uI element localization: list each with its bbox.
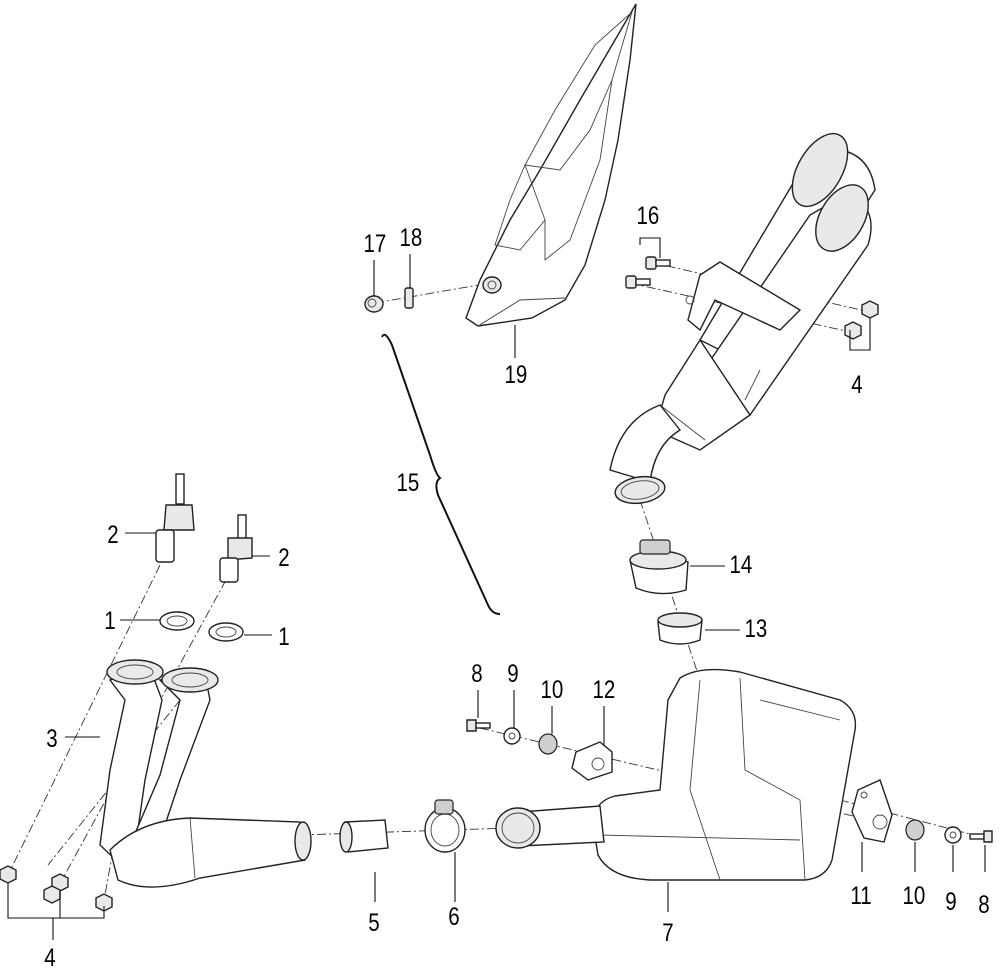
header-pipes-3: [99, 659, 312, 888]
callout-labels: 1 1 2 2 3 4 4 5 6 7 8 8 9 9 10 10 11 12 …: [44, 201, 989, 971]
callout-12: 12: [593, 675, 616, 703]
o2-sensor-2-right: [219, 514, 253, 583]
callout-13: 13: [745, 614, 768, 642]
muffler-7: [495, 668, 857, 881]
callout-6: 6: [448, 902, 459, 930]
bracket-12: [571, 741, 613, 781]
gasket-5: [339, 819, 389, 853]
callout-9-right: 9: [945, 887, 956, 915]
callout-2-left: 2: [107, 520, 118, 548]
gasket-13: [657, 612, 703, 645]
callout-2-right: 2: [278, 543, 289, 571]
callout-4-upper: 4: [851, 370, 863, 398]
callout-9-left: 9: [507, 659, 518, 687]
bushing-10-left: [538, 733, 558, 755]
bushing-10-right: [905, 819, 925, 841]
callout-14: 14: [730, 550, 753, 578]
gasket-1-right: [208, 622, 244, 642]
nut-4-upper-b: [844, 321, 862, 340]
callout-8-right: 8: [978, 890, 989, 918]
callout-19: 19: [505, 360, 528, 388]
callout-11: 11: [850, 881, 871, 909]
bolt-16-upper: [645, 256, 671, 270]
leader-lines: [7, 237, 986, 940]
callout-5: 5: [368, 908, 379, 936]
callout-1-left: 1: [104, 606, 115, 634]
nut-4-upper-a: [861, 300, 879, 319]
bracket-11: [851, 779, 893, 843]
callout-8-left: 8: [471, 659, 482, 687]
nut-4-lower-c: [43, 885, 61, 904]
gasket-1-left: [159, 611, 195, 631]
callout-1-right: 1: [278, 622, 289, 650]
o2-sensor-2-left: [155, 473, 195, 563]
callout-4-lower: 4: [44, 943, 56, 971]
callout-3: 3: [46, 724, 57, 752]
callout-15: 15: [397, 468, 420, 496]
callout-18: 18: [400, 223, 423, 251]
callout-10-right: 10: [903, 881, 926, 909]
washer-9-right: [944, 826, 962, 844]
washer-9-left: [503, 727, 521, 745]
callout-7: 7: [662, 918, 673, 946]
silencer-assembly-15: [609, 132, 876, 505]
callout-10-left: 10: [541, 675, 564, 703]
brace-15: [381, 333, 501, 615]
clamp-14: [629, 539, 689, 595]
bolt-16-lower: [625, 275, 651, 289]
bolt-8-left: [466, 719, 491, 732]
bolt-8-right: [969, 830, 993, 843]
nut-4-lower-d: [95, 893, 113, 912]
heat-shield-19: [465, 3, 637, 327]
clamp-6: [424, 799, 466, 853]
callout-17: 17: [364, 229, 387, 257]
washer-18: [404, 287, 414, 309]
nut-4-lower-a: [0, 865, 17, 884]
nut-17: [364, 295, 384, 313]
callout-16: 16: [637, 201, 660, 229]
